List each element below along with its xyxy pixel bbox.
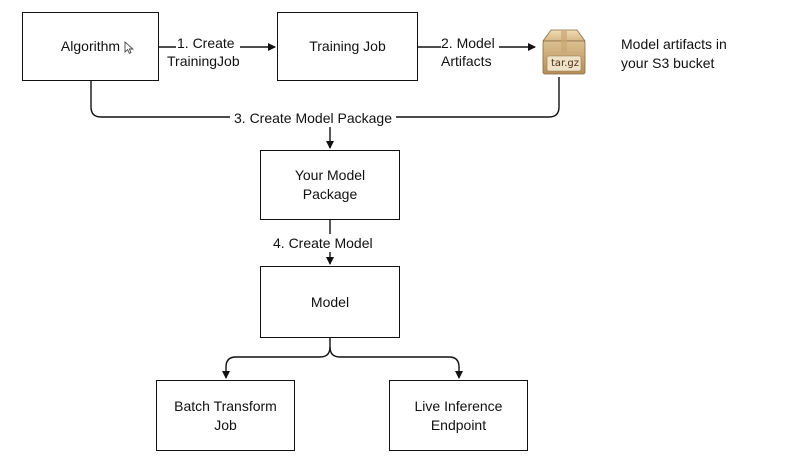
edge-model-to-live-inference xyxy=(329,346,463,379)
edge-label-create-training-job: 1. Create TrainingJob xyxy=(167,34,240,70)
artifact-caption: Model artifacts in your S3 bucket xyxy=(621,35,727,73)
training-job-node: Training Job xyxy=(277,12,418,81)
model-package-node: Your Model Package xyxy=(260,150,400,220)
edge-label-create-model: 4. Create Model xyxy=(271,234,375,252)
model-label: Model xyxy=(310,293,350,310)
package-box-icon xyxy=(542,29,586,75)
batch-transform-label-line1: Batch Transform xyxy=(174,397,277,414)
live-inference-label-line1: Live Inference xyxy=(414,397,503,414)
algorithm-node: Algorithm xyxy=(22,12,159,81)
live-inference-label-line2: Endpoint xyxy=(430,416,487,433)
model-package-label-line2: Package xyxy=(302,186,358,202)
model-package-label-line1: Your Model xyxy=(294,167,366,183)
edge-model-to-batch-transform xyxy=(222,346,331,379)
batch-transform-node: Batch Transform Job xyxy=(156,380,295,451)
model-node: Model xyxy=(260,266,400,338)
create-training-job-label-line1: 1. Create xyxy=(177,35,235,51)
live-inference-node: Live Inference Endpoint xyxy=(389,380,528,451)
artifact-caption-line2: your S3 bucket xyxy=(621,55,715,71)
training-job-label: Training Job xyxy=(309,38,386,54)
edge-label-create-model-package: 3. Create Model Package xyxy=(230,109,396,127)
artifact-caption-line1: Model artifacts in xyxy=(621,36,727,52)
edge-label-model-artifacts: 2. Model Artifacts xyxy=(441,34,499,70)
artifact-file-label: tar.gz xyxy=(550,58,580,69)
create-training-job-label-line2: TrainingJob xyxy=(167,53,240,69)
model-artifacts-label-line2: Artifacts xyxy=(441,53,492,69)
mouse-pointer-icon xyxy=(124,41,134,54)
batch-transform-label-line2: Job xyxy=(214,416,237,433)
algorithm-label: Algorithm xyxy=(60,38,121,54)
model-artifacts-label-line1: 2. Model xyxy=(441,35,495,51)
